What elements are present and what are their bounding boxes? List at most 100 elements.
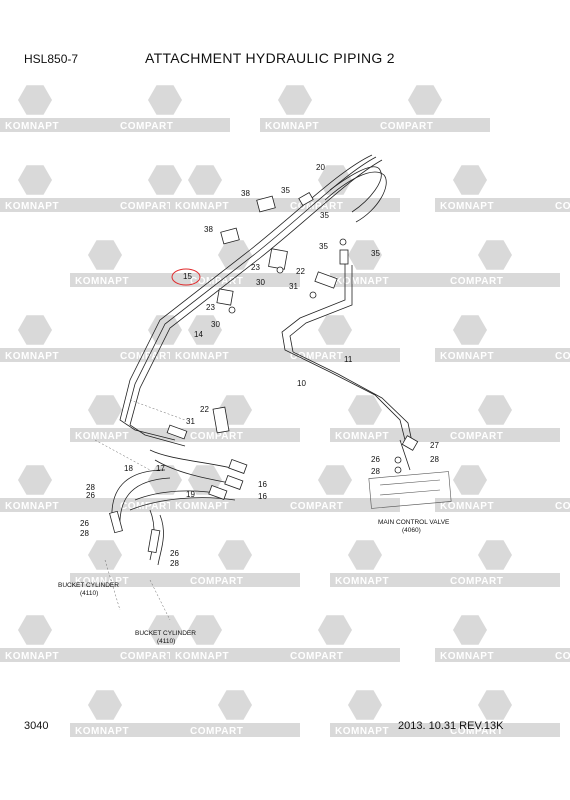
watermark-text: KOMNAPT <box>5 501 59 512</box>
watermark-bar <box>70 273 300 287</box>
oring-28 <box>394 466 402 474</box>
watermark-text: COMPART <box>120 351 173 362</box>
revision-date: 2013. 10.31 REV.13K <box>398 720 504 732</box>
watermark-tile: KOMNAPT COMPART <box>330 240 560 287</box>
part-label-26: 26 <box>80 519 89 528</box>
watermark-text: COMPART <box>290 651 343 662</box>
watermark-hexagon <box>318 465 352 495</box>
part-label-35: 35 <box>281 186 290 195</box>
watermark-hexagon <box>218 540 252 570</box>
part-label-28: 28 <box>430 455 439 464</box>
watermark-hexagon <box>453 165 487 195</box>
watermark-hexagon <box>18 465 52 495</box>
right-fitting-1 <box>147 529 161 553</box>
watermark-hexagon <box>18 85 52 115</box>
part-label-19: 19 <box>186 490 195 499</box>
caption-mcv-code: (4060) <box>402 527 421 534</box>
clamp-38a <box>256 195 276 213</box>
watermark-tile: KOMNAPT COMPART <box>70 690 300 737</box>
oring-35 <box>339 238 347 246</box>
watermark-bar <box>330 428 560 442</box>
watermark-text: COMPART <box>450 576 503 587</box>
watermark-hexagon <box>348 240 382 270</box>
part-label-16: 16 <box>258 480 267 489</box>
watermark-text: KOMNAPT <box>75 576 129 587</box>
watermark-text: KOMNAPT <box>175 501 229 512</box>
watermark-text: KOMNAPT <box>175 351 229 362</box>
watermark-text: KOMNAPT <box>75 726 129 737</box>
watermark-text: COMPART <box>120 501 173 512</box>
watermark-bar <box>435 348 570 362</box>
bolt-23 <box>276 266 284 274</box>
watermark-hexagon <box>478 395 512 425</box>
part-label-28: 28 <box>80 529 89 538</box>
watermark-hexagon <box>18 165 52 195</box>
captions: MAIN CONTROL VALVE (4060) BUCKET CYLINDE… <box>58 519 450 645</box>
watermark-text: KOMNAPT <box>265 121 319 132</box>
hose-left-a <box>111 469 166 521</box>
watermark-text: COMPART <box>450 276 503 287</box>
bracket-22b <box>314 271 338 289</box>
pipe-11 <box>289 265 413 443</box>
caption-bucket-cylinder-1: BUCKET CYLINDER <box>58 582 119 589</box>
watermark-text: KOMNAPT <box>335 431 389 442</box>
watermark-text: COMPART <box>555 351 570 362</box>
left-fitting-1 <box>109 510 123 534</box>
watermark-bar <box>170 348 400 362</box>
part-label-17: 17 <box>156 464 165 473</box>
watermark-text: COMPART <box>190 276 243 287</box>
watermark-text: COMPART <box>555 201 570 212</box>
watermark-text: KOMNAPT <box>335 726 389 737</box>
watermark-text: COMPART <box>290 201 343 212</box>
pipe-15 <box>129 159 383 447</box>
watermark-hexagon <box>348 395 382 425</box>
bracket-22 <box>268 248 288 270</box>
pipe-20-loop-b <box>324 171 387 223</box>
watermark-text: COMPART <box>190 726 243 737</box>
watermark-hexagon <box>188 615 222 645</box>
bolt-31 <box>309 291 317 299</box>
watermark-hexagon <box>88 395 122 425</box>
part-label-11: 11 <box>344 355 353 364</box>
part-label-18: 18 <box>124 464 133 473</box>
highlight-part-15 <box>171 268 201 286</box>
fitting-c <box>224 474 244 490</box>
watermark-text: KOMNAPT <box>5 121 59 132</box>
part-label-26: 26 <box>86 491 95 500</box>
watermark-hexagon <box>478 240 512 270</box>
part-label-28: 28 <box>371 467 380 476</box>
part-label-30: 30 <box>211 320 220 329</box>
part-label-35: 35 <box>319 242 328 251</box>
page-number: 3040 <box>24 720 49 732</box>
watermark-bar <box>170 498 400 512</box>
watermark-hexagon <box>318 315 352 345</box>
pipe-14 <box>119 154 373 441</box>
watermark-hexagon <box>88 240 122 270</box>
clamp-38b <box>220 227 240 245</box>
part-label-14: 14 <box>194 330 203 339</box>
mcv-elbow <box>399 439 411 471</box>
watermark-bar <box>70 723 300 737</box>
watermark-hexagon <box>453 465 487 495</box>
part-label-28: 28 <box>170 559 179 568</box>
watermark-text: KOMNAPT <box>335 276 389 287</box>
watermark-text: COMPART <box>120 651 173 662</box>
watermark-text: KOMNAPT <box>175 201 229 212</box>
fitting-a <box>166 424 188 440</box>
watermark-bar <box>170 198 400 212</box>
watermark-bar <box>330 723 560 737</box>
part-label-20: 20 <box>316 163 325 172</box>
part-label-38: 38 <box>241 189 250 198</box>
watermark-hexagon <box>88 540 122 570</box>
watermark-hexagon <box>148 315 182 345</box>
part-label-35: 35 <box>371 249 380 258</box>
part-label-22: 22 <box>296 267 305 276</box>
